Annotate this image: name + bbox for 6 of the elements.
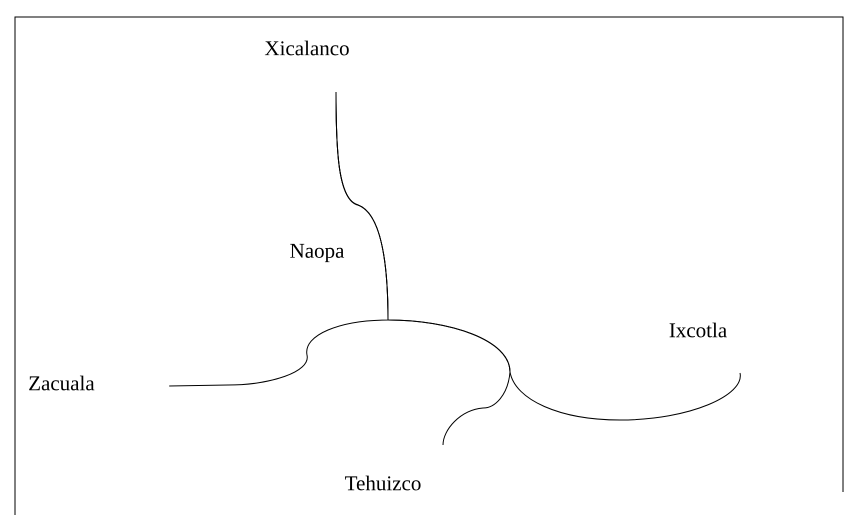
place-name: Naopa: [290, 244, 344, 262]
place-name: Zacuala: [29, 376, 94, 390]
branch-line: [336, 92, 510, 446]
place-name: Tehuizco: [345, 476, 421, 490]
place-name: Xicalanco: [264, 40, 349, 56]
place-name: Ixcotla: [670, 322, 727, 338]
